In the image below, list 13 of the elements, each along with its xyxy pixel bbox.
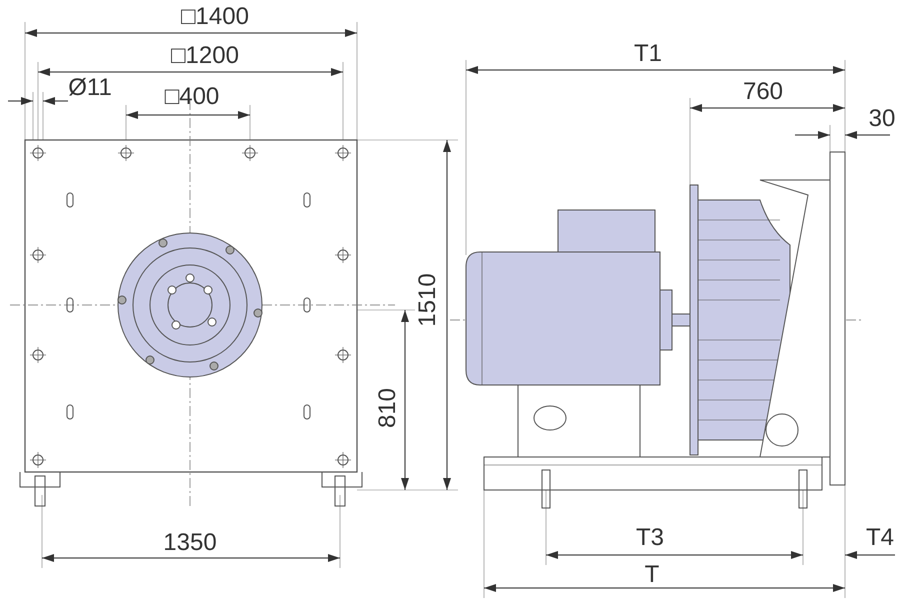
dimension-label: 1510 <box>416 273 440 327</box>
dimension-label: □1200 <box>171 44 239 68</box>
dimension-label: Ø11 <box>68 76 112 100</box>
dimension-label: T4 <box>866 526 894 550</box>
dimension-label: T1 <box>634 42 662 66</box>
dimension-label: 30 <box>868 107 896 131</box>
dimension-label: □400 <box>164 85 220 109</box>
dimension-label: T3 <box>636 526 664 550</box>
dimension-label: T <box>644 563 660 587</box>
dimension-label: □1400 <box>181 5 249 29</box>
dimension-label: 760 <box>742 80 784 104</box>
dimension-label: 810 <box>376 388 400 428</box>
dimension-label: 1350 <box>163 531 217 555</box>
